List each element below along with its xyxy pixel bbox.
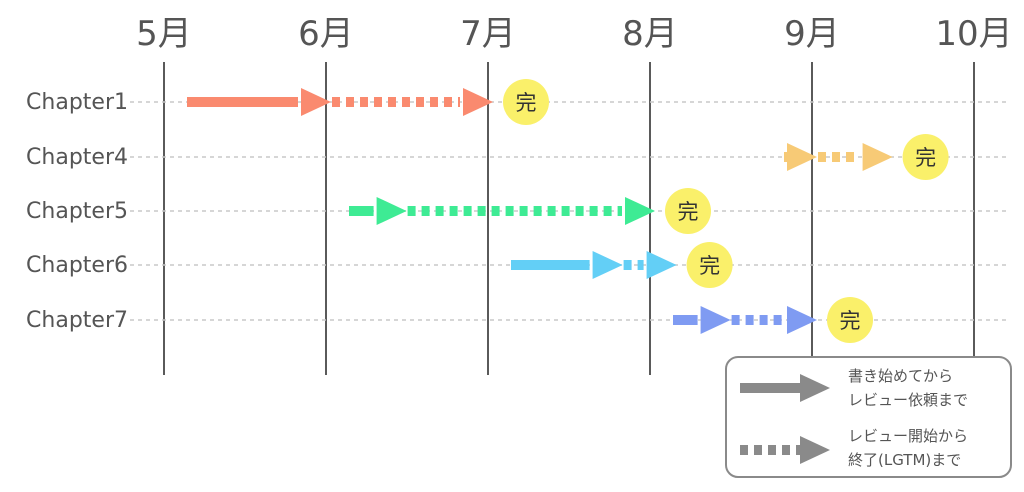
writing-arrow-head: [592, 251, 623, 279]
month-label: 9月: [784, 14, 840, 54]
month-label: 6月: [298, 14, 354, 54]
legend-review-arrow: [740, 436, 830, 464]
done-mark: [503, 79, 549, 125]
legend-write-text-2: レビュー依頼まで: [848, 391, 968, 409]
legend-write-head: [800, 374, 830, 402]
writing-arrow-head: [700, 306, 731, 334]
review-arrow-head: [787, 306, 817, 334]
writing-arrow-head: [376, 197, 407, 225]
month-label: 10月: [935, 14, 1012, 54]
month-labels: 5月 6月 7月 8月 9月 10月: [136, 14, 1012, 54]
writing-arrow-head: [787, 143, 817, 171]
legend-write-text-1: 書き始めてから: [848, 367, 953, 385]
legend-review-head: [800, 436, 830, 464]
chapter-bar: 完: [784, 134, 949, 180]
month-label: 8月: [622, 14, 678, 54]
legend-review-text-2: 終了(LGTM)まで: [848, 451, 961, 469]
review-arrow-head: [625, 197, 655, 225]
chapter-bar: 完: [349, 188, 711, 234]
done-mark: [902, 134, 949, 180]
chapter-bar: 完: [187, 79, 549, 125]
done-mark-label: 完: [699, 254, 720, 278]
done-mark: [686, 242, 733, 288]
month-grid-lines: [163, 62, 975, 375]
chapter-label: Chapter6: [26, 253, 128, 278]
chapter-bar: 完: [511, 242, 733, 288]
chapter-label: Chapter4: [26, 145, 128, 170]
writing-arrow-head: [301, 88, 331, 116]
done-mark-label: 完: [915, 146, 936, 170]
chapter-label: Chapter7: [26, 308, 128, 333]
review-arrow-head: [463, 88, 493, 116]
month-label: 5月: [136, 14, 192, 54]
chapter-label: Chapter1: [26, 90, 128, 115]
done-mark: [665, 188, 711, 234]
done-mark-label: 完: [840, 309, 861, 333]
legend-review-text-1: レビュー開始から: [848, 427, 968, 445]
done-mark: [827, 297, 873, 343]
legend-write-arrow: [740, 374, 830, 402]
done-mark-label: 完: [678, 200, 699, 224]
done-mark-label: 完: [516, 91, 537, 115]
chapter-label: Chapter5: [26, 199, 128, 224]
month-label: 7月: [460, 14, 516, 54]
review-arrow-head: [646, 251, 677, 279]
review-arrow-head: [862, 143, 893, 171]
legend: 書き始めてから レビュー依頼まで レビュー開始から 終了(LGTM)まで: [725, 356, 1012, 478]
chapter-bar: 完: [673, 297, 873, 343]
